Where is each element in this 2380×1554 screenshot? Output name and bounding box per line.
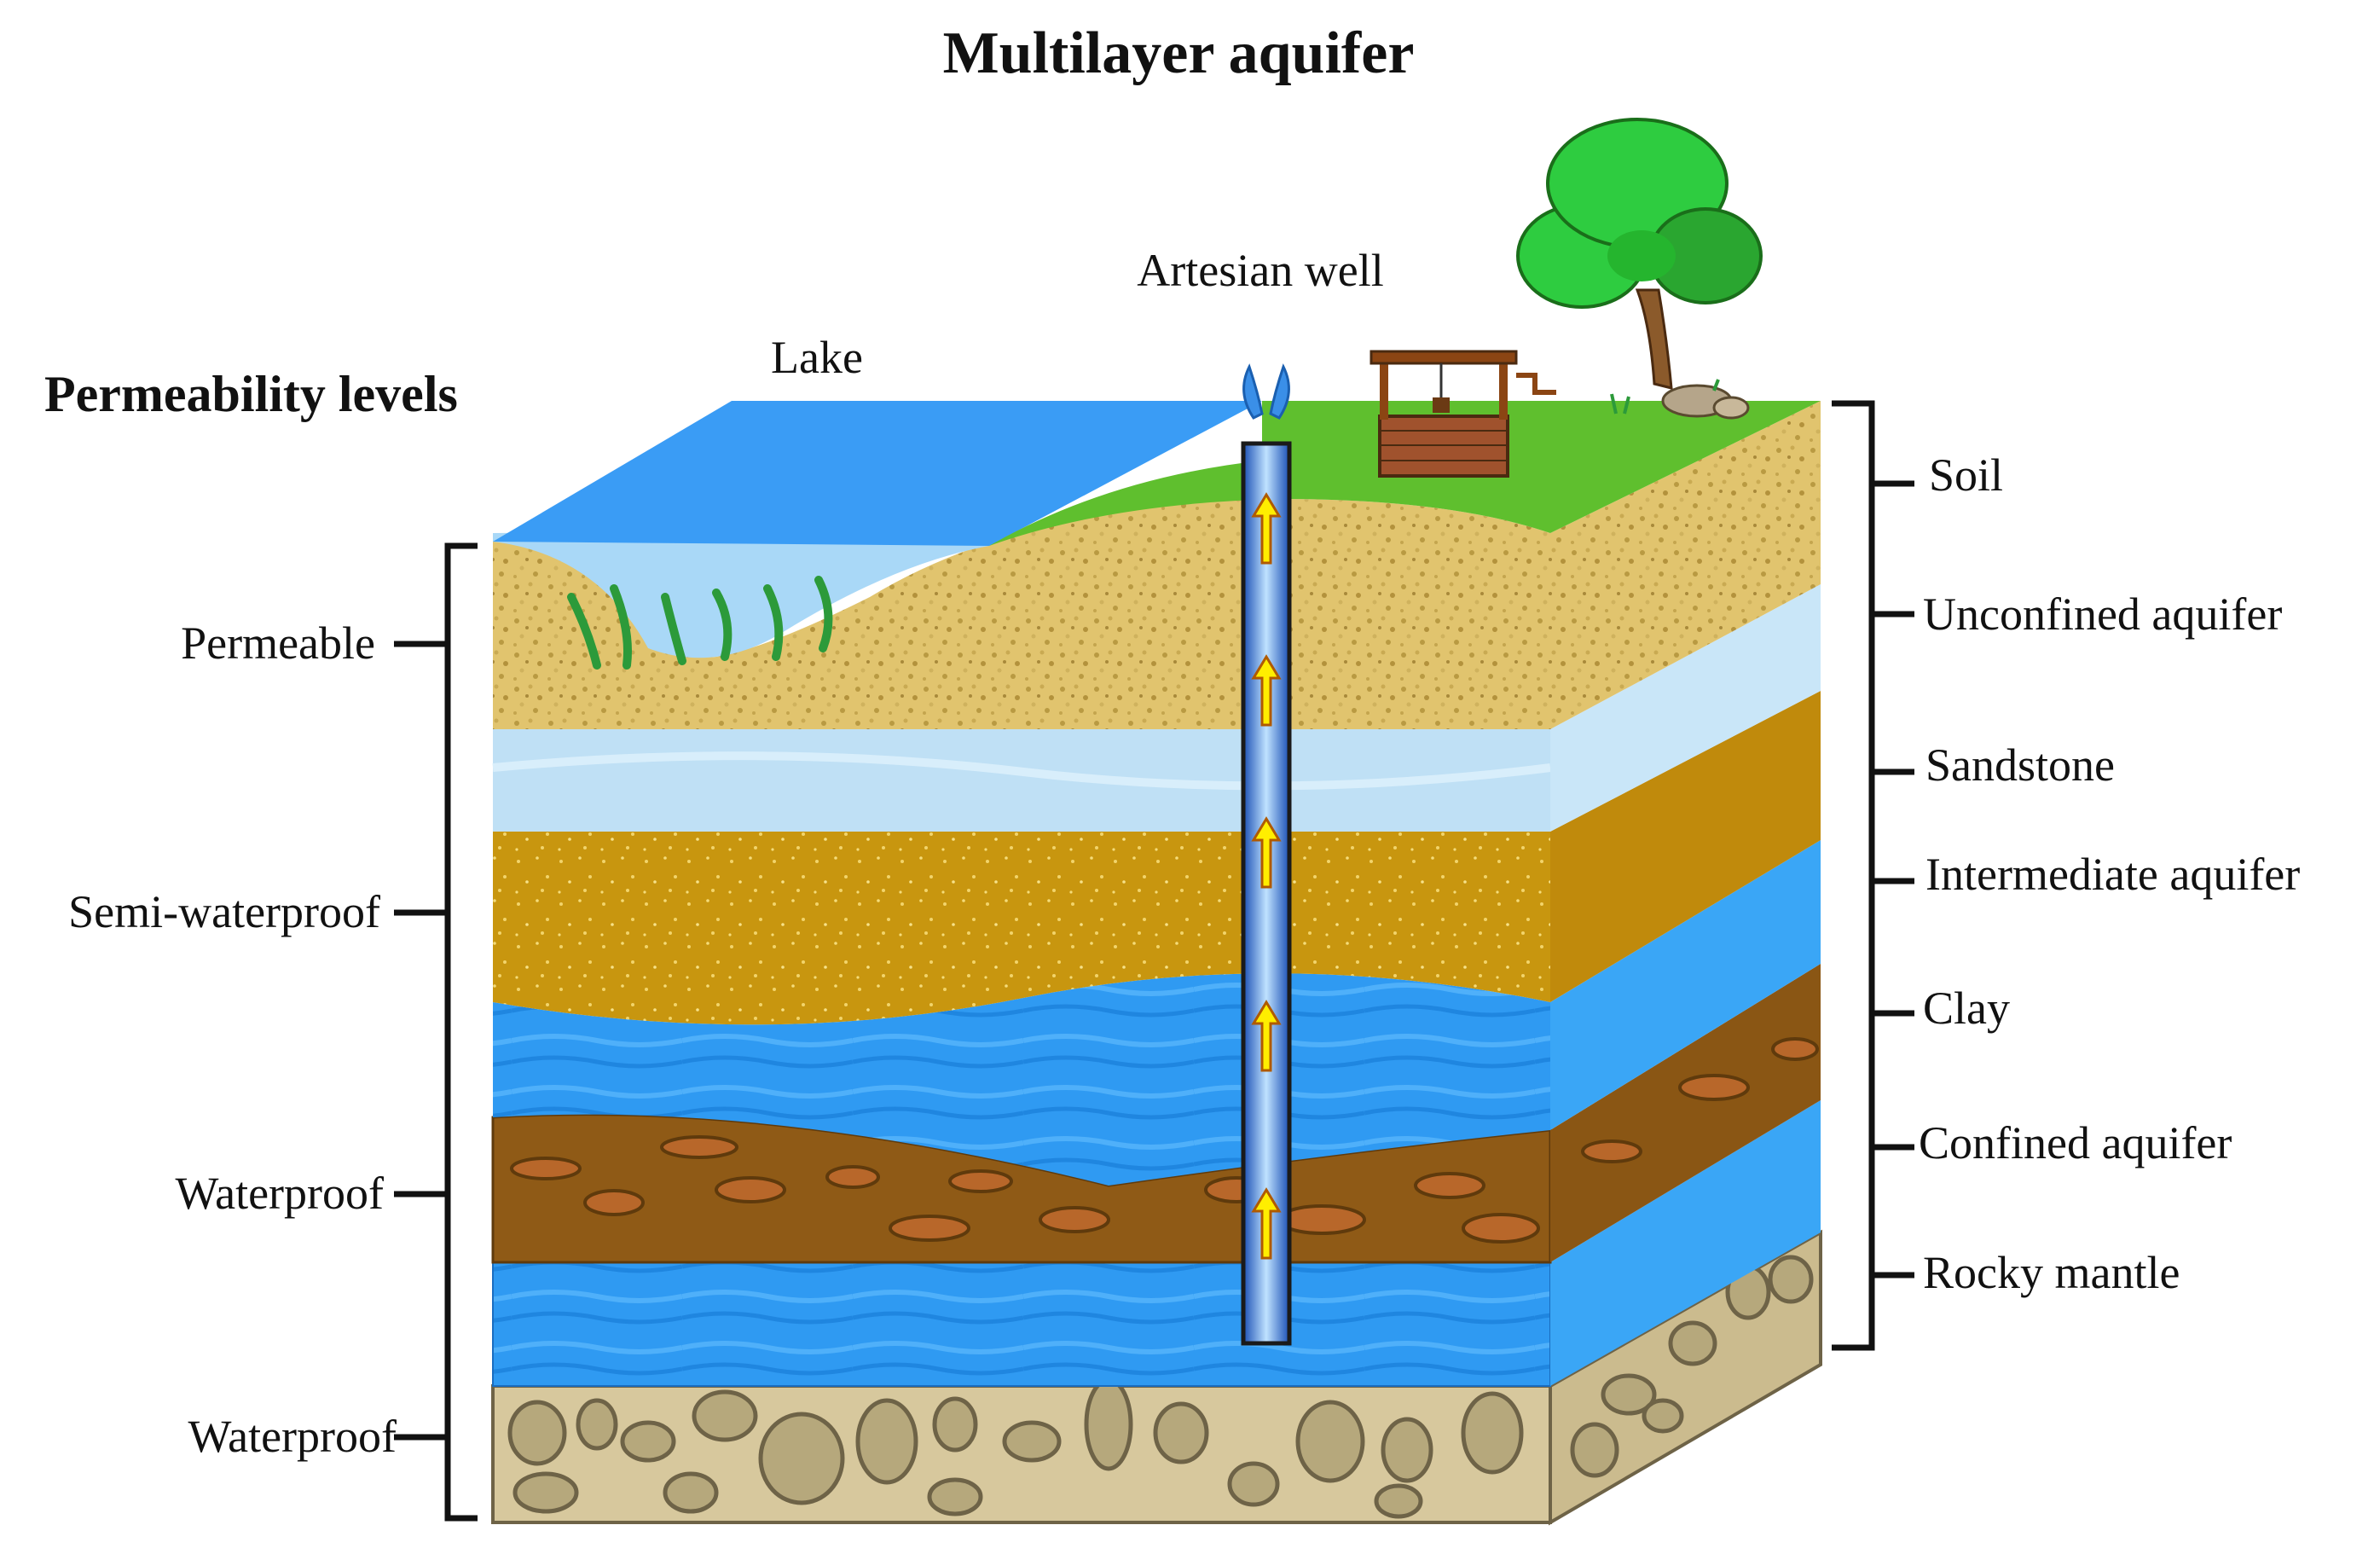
lake xyxy=(493,401,1262,670)
permeability-heading: Permeability levels xyxy=(44,366,458,422)
permeability-level: Waterproof xyxy=(175,1168,384,1219)
rocky-mantle-layer xyxy=(491,1229,1822,1526)
layer-label: Confined aquifer xyxy=(1919,1117,2232,1168)
layer-label: Clay xyxy=(1923,983,2010,1034)
confined-aquifer-layer xyxy=(492,1100,1821,1387)
permeability-level: Permeable xyxy=(181,618,375,669)
unconfined-aquifer-layer xyxy=(492,584,1821,832)
layer-label: Unconfined aquifer xyxy=(1923,589,2282,640)
layer-label: Rocky mantle xyxy=(1923,1247,2180,1298)
lake-label: Lake xyxy=(771,332,863,383)
diagram-title: Multilayer aquifer xyxy=(943,20,1415,86)
aquifer-block xyxy=(491,401,1822,1526)
artesian-well-label: Artesian well xyxy=(1137,245,1383,296)
permeability-level: Semi-waterproof xyxy=(68,886,380,937)
layer-label: Intermediate aquifer xyxy=(1925,849,2300,900)
layer-label: Soil xyxy=(1929,449,2003,501)
permeability-level: Waterproof xyxy=(188,1411,397,1462)
water-splash-icon xyxy=(1242,363,1290,420)
artesian-well-pipe xyxy=(1241,363,1292,1346)
tree-icon xyxy=(1516,118,1763,420)
well-icon xyxy=(1370,350,1556,478)
permeability-bracket xyxy=(394,542,478,1522)
layers-bracket xyxy=(1832,400,1914,1351)
layer-label: Sandstone xyxy=(1925,739,2115,791)
